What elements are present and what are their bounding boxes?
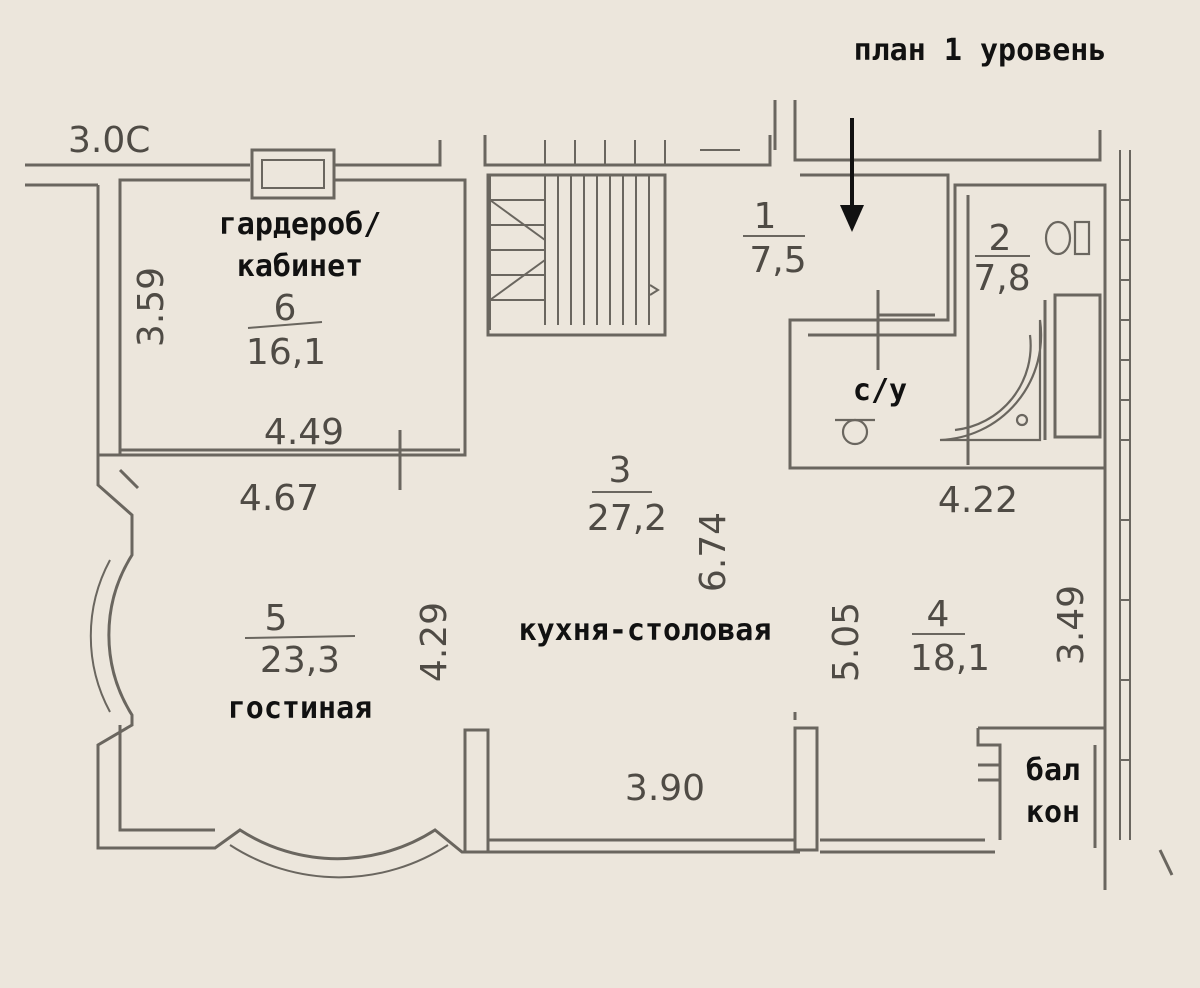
room4-dim-top: 4.22	[938, 480, 1018, 521]
bath-label: с/у	[853, 373, 907, 408]
kitchen-label: кухня-столовая	[519, 613, 772, 648]
wardrobe-dim-bottom: 4.49	[264, 412, 344, 453]
entrance-arrow-icon	[840, 118, 864, 232]
balcony-label-line1: бал	[1026, 753, 1080, 788]
annotations: 3.0С 3.59 6 16,1 4.49 1 7,5 2 7,8 3 27,2…	[68, 120, 1092, 809]
room4-area: 18,1	[910, 638, 990, 679]
kitchen-dim-depth: 6.74	[693, 512, 734, 592]
bath-number: 2	[989, 218, 1012, 259]
wardrobe-label-line1: гардероб/	[219, 207, 382, 242]
living-dim-top: 4.67	[239, 478, 319, 519]
wardrobe-label-line2: кабинет	[237, 249, 363, 284]
balcony-label-line2: кон	[1026, 795, 1080, 830]
fixtures	[835, 220, 1091, 446]
hall-number: 1	[754, 196, 777, 237]
living-number: 5	[265, 598, 288, 639]
hall-area: 7,5	[749, 240, 806, 281]
living-dim-side: 4.29	[414, 602, 455, 682]
living-area: 23,3	[260, 640, 340, 681]
room4-dim-left: 5.05	[826, 602, 867, 682]
wardrobe-area: 16,1	[246, 332, 326, 373]
corner-note: 3.0С	[68, 120, 150, 161]
bath-area: 7,8	[973, 258, 1030, 299]
kitchen-number: 3	[609, 450, 632, 491]
labels: план 1 уровень гардероб/ кабинет с/у кух…	[219, 33, 1107, 830]
room4-number: 4	[927, 594, 950, 635]
kitchen-area: 27,2	[587, 498, 667, 539]
wardrobe-number: 6	[274, 288, 297, 329]
kitchen-dim-bottom: 3.90	[625, 768, 705, 809]
living-label: гостиная	[228, 691, 373, 726]
plan-title: план 1 уровень	[854, 33, 1107, 68]
room4-dim-right: 3.49	[1051, 585, 1092, 665]
walls	[25, 100, 1174, 890]
wardrobe-dim-side: 3.59	[131, 267, 172, 347]
